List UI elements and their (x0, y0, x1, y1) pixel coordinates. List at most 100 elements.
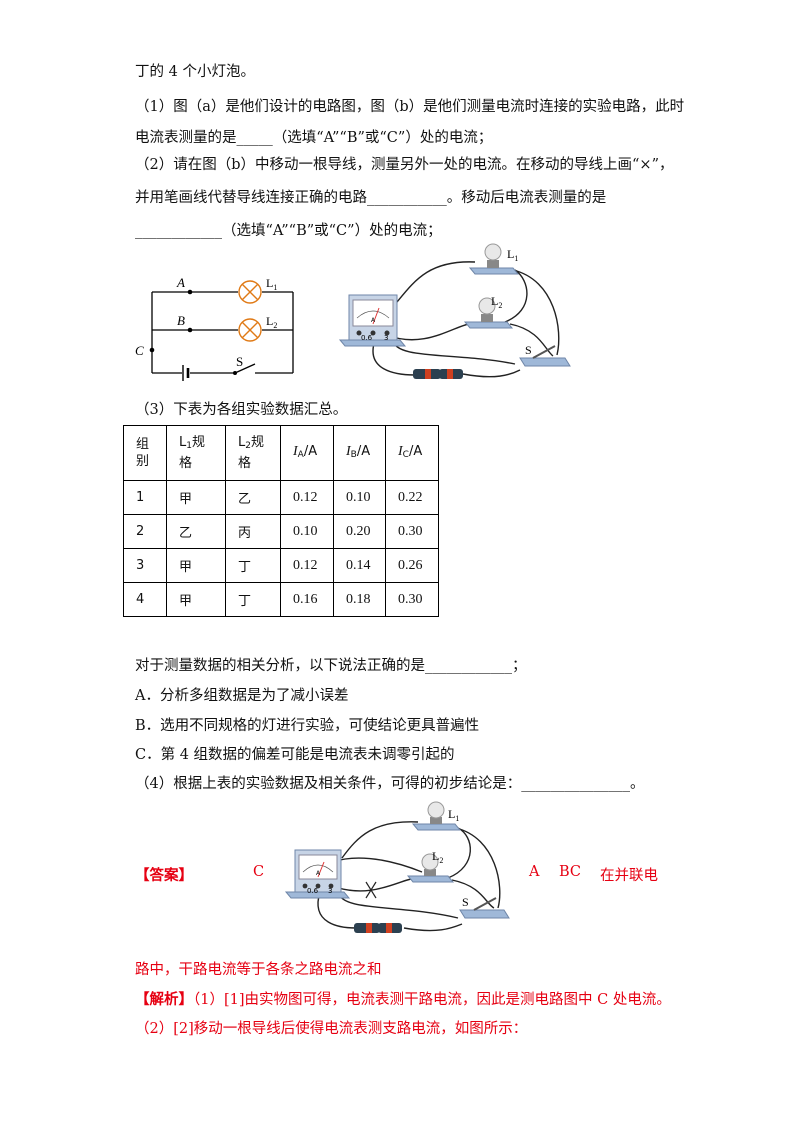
table-header-ib: IB/A (333, 425, 386, 481)
table-cell: 0.30 (385, 582, 439, 617)
switch-label-s: S (462, 895, 469, 909)
question-3-line: （3）下表为各组实验数据汇总。 (135, 402, 348, 418)
question-1-line-1: （1）图（a）是他们设计的电路图，图（b）是他们测量电流时连接的实验电路，此时 (135, 99, 685, 115)
meter-label-3: 3 (384, 334, 388, 342)
lamp-label-l1: L (448, 807, 455, 821)
meter-label-06: 0.6 (361, 334, 373, 342)
switch-icon (459, 897, 510, 919)
table-row: 4 甲 丁 0.16 0.18 0.30 (123, 582, 439, 617)
lamp-label-l2-sub: 2 (273, 321, 277, 330)
table-header-row: 组别 L1规格 L2规格 IA/A IB/A IC/A (123, 425, 439, 481)
table-cell: 4 (123, 582, 167, 617)
answer-tag: 【答案】 (135, 867, 193, 884)
table-cell: 0.12 (280, 480, 334, 515)
lamp-label-l2: L (432, 849, 439, 863)
battery-icon (354, 923, 402, 933)
meter-label-06: 0.6 (307, 887, 319, 895)
lamp-label-l1-sub: 1 (273, 283, 277, 292)
node-label-c: C (135, 343, 144, 358)
table-cell: 2 (123, 514, 167, 549)
answer-2: A (529, 864, 540, 880)
lamp-label-l2: L (266, 314, 273, 328)
svg-text:L2: L2 (266, 314, 277, 330)
meter-label-a: A (316, 870, 321, 877)
table-row: 1 甲 乙 0.12 0.10 0.22 (123, 480, 439, 515)
table-header-group: 组别 (123, 425, 167, 481)
meter-label-3: 3 (328, 887, 332, 895)
table-cell: 乙 (225, 480, 281, 515)
bulb-icon (406, 853, 455, 883)
data-table: 组别 L1规格 L2规格 IA/A IB/A IC/A 1 甲 乙 0.12 0… (123, 425, 439, 617)
explanation-line-2: （2）[2]移动一根导线后使得电流表测支路电流，如图所示： (135, 1021, 528, 1037)
circuit-diagram-a: A B C S L1 L2 (135, 275, 294, 381)
table-header-l2: L2规格 (225, 425, 281, 481)
table-cell: 0.22 (385, 480, 439, 515)
table-cell: 0.18 (333, 582, 386, 617)
explanation-line-1: 【解析】（1）[1]由实物图可得，电流表测干路电流，因此是测电路图中 C 处电流… (135, 990, 671, 1010)
table-header-l1: L1规格 (166, 425, 226, 481)
battery-icon (413, 369, 463, 379)
meter-label-a: A (371, 317, 376, 324)
ammeter-icon (284, 849, 351, 899)
table-cell: 0.14 (333, 548, 386, 583)
lamp-label-l2-sub: 2 (439, 856, 443, 865)
node-label-b: B (177, 313, 185, 328)
bulb-icon (468, 243, 520, 275)
table-cell: 乙 (166, 514, 226, 549)
svg-text:L2: L2 (432, 849, 443, 865)
table-cell: 丁 (225, 582, 281, 617)
ammeter-icon (338, 294, 407, 347)
physical-circuit-b: 0.6 3 A L1 L2 S (338, 243, 571, 379)
table-row: 3 甲 丁 0.12 0.14 0.26 (123, 548, 439, 583)
table-cell: 1 (123, 480, 167, 515)
table-cell: 甲 (166, 480, 226, 515)
answer-continuation: 路中，干路电流等于各条之路电流之和 (135, 962, 382, 978)
bulb-icon (411, 801, 462, 831)
option-c: C．第 4 组数据的偏差可能是电流表未调零引起的 (135, 747, 455, 763)
table-cell: 0.30 (385, 514, 439, 549)
lamp-label-l2: L (491, 294, 498, 308)
explanation-tag: 【解析】 (135, 991, 193, 1008)
table-header-ic: IC/A (385, 425, 439, 481)
table-cell: 0.10 (280, 514, 334, 549)
text-line: 丁的 4 个小灯泡。 (135, 64, 255, 80)
lamp-label-l1-sub: 1 (455, 814, 459, 823)
option-a: A．分析多组数据是为了减小误差 (135, 688, 349, 704)
table-cell: 丁 (225, 548, 281, 583)
switch-label-s: S (525, 343, 532, 357)
bulb-icon (463, 297, 514, 329)
question-2-line-2: 并用笔画线代替导线连接正确的电路___________。移动后电流表测量的是 (135, 190, 607, 206)
lamp-label-l1-sub: 1 (514, 254, 518, 263)
table-row: 2 乙 丙 0.10 0.20 0.30 (123, 514, 439, 549)
analysis-line: 对于测量数据的相关分析，以下说法正确的是____________； (135, 658, 527, 674)
lamp-label-l1: L (266, 276, 273, 290)
table-cell: 丙 (225, 514, 281, 549)
question-4-line: （4）根据上表的实验数据及相关条件，可得的初步结论是：_____________… (135, 776, 645, 792)
table-cell: 0.20 (333, 514, 386, 549)
switch-icon (519, 345, 571, 367)
explanation-text-1: （1）[1]由实物图可得，电流表测干路电流，因此是测电路图中 C 处电流。 (193, 992, 671, 1008)
table-cell: 0.26 (385, 548, 439, 583)
question-1-line-2: 电流表测量的是_____（选填“A”“B”或“C”）处的电流； (135, 130, 493, 146)
question-2-line-3: ____________（选填“A”“B”或“C”）处的电流； (135, 223, 442, 239)
svg-text:L2: L2 (491, 294, 502, 310)
answer-1: C (253, 864, 265, 880)
node-label-a: A (176, 275, 185, 290)
table-cell: 3 (123, 548, 167, 583)
answer-3: BC (559, 864, 582, 880)
table-header-ia: IA/A (280, 425, 334, 481)
table-cell: 甲 (166, 582, 226, 617)
question-2-line-1: （2）请在图（b）中移动一根导线，测量另外一处的电流。在移动的导线上画“×”， (135, 157, 674, 173)
answer-circuit-figure: 0.6 3 A L1 L2 S (284, 801, 510, 933)
svg-text:L1: L1 (266, 276, 277, 292)
lamp-label-l2-sub: 2 (498, 301, 502, 310)
switch-label-s: S (236, 354, 243, 369)
table-cell: 0.10 (333, 480, 386, 515)
svg-text:L1: L1 (507, 247, 518, 263)
svg-text:L1: L1 (448, 807, 459, 823)
lamp-label-l1: L (507, 247, 514, 261)
table-cell: 0.12 (280, 548, 334, 583)
table-cell: 甲 (166, 548, 226, 583)
table-cell: 0.16 (280, 582, 334, 617)
answer-4: 在并联电 (600, 868, 658, 884)
